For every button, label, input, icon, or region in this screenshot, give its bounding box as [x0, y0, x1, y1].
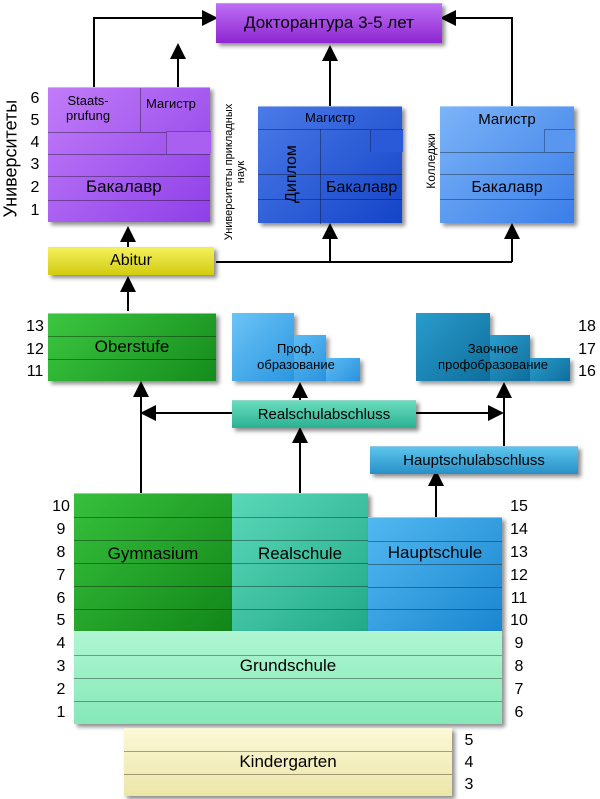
hauptschulabschluss-box: Hauptschulabschluss [370, 446, 578, 474]
university-bachelor-label: Бакалавр [86, 177, 162, 196]
hauptschule-box: Hauptschule [368, 517, 502, 631]
applied-bachelor-label: Бакалавр [326, 179, 398, 196]
grundschule-label: Grundschule [239, 656, 337, 675]
applied-box: Магистр Диплом Бакалавр [258, 106, 402, 224]
universities-side-label: Университеты [0, 99, 21, 218]
year-number: 2 [30, 179, 40, 196]
grundschule-grade-right: 8 [514, 658, 524, 675]
doctorate-label: Докторантура 3-5 лет [244, 13, 414, 32]
kindergarten-age: 4 [464, 754, 474, 771]
arrow-university-magister-to-doctorate [178, 18, 214, 87]
oberstufe-grade: 12 [26, 341, 44, 358]
hauptschule-grade: 14 [510, 521, 528, 538]
year-number: 6 [30, 90, 40, 107]
grundschule-grade-right: 7 [514, 681, 524, 698]
applied-side-label: Университеты прикладных наук [223, 103, 247, 241]
gymnasium-grade: 8 [56, 544, 66, 561]
colleges-step [544, 129, 575, 152]
gymnasium-grade: 5 [56, 612, 66, 629]
realschule-box: Realschule [232, 493, 368, 631]
year-number: 3 [30, 156, 40, 173]
applied-step [370, 129, 403, 152]
distance-grade: 16 [578, 363, 596, 380]
kindergarten-age: 5 [464, 732, 474, 749]
applied-magister-label: Магистр [305, 110, 355, 125]
gymnasium-box: Gymnasium [74, 493, 232, 631]
staatsprufung-label: Staats- prufung [66, 93, 111, 123]
distance-education-label: Заочное профобразование [438, 341, 548, 372]
prof-step-top [232, 313, 294, 381]
abitur-label: Abitur [110, 252, 152, 269]
oberstufe-box: Oberstufe [48, 313, 216, 381]
realschulabschluss-label: Realschulabschluss [257, 406, 391, 423]
applied-diploma-label: Диплом [283, 145, 300, 203]
abitur-box: Abitur [48, 247, 214, 275]
hauptschulabschluss-label: Hauptschulabschluss [403, 452, 545, 469]
gymnasium-grade: 9 [56, 521, 66, 538]
hauptschule-grade: 10 [510, 612, 528, 629]
prof-education-label: Проф. образование [257, 341, 335, 372]
colleges-bachelor-label: Бакалавр [471, 179, 543, 196]
distance-step-mid [490, 335, 530, 381]
university-magister-step [166, 131, 211, 154]
university-box: Staats- prufung Магистр Бакалавр [48, 87, 210, 222]
year-number: 5 [30, 112, 40, 129]
distance-grade: 17 [578, 341, 596, 358]
distance-step-low [530, 358, 570, 381]
prof-step-mid [294, 335, 326, 381]
prof-step-low [326, 358, 360, 381]
grundschule-grade-left: 1 [56, 704, 66, 721]
grundschule-grade-right: 6 [514, 704, 524, 721]
doctorate-box: Докторантура 3-5 лет [216, 3, 442, 43]
gymnasium-label: Gymnasium [107, 544, 199, 563]
gymnasium-grade: 7 [56, 567, 66, 584]
arrow-colleges-to-doctorate [440, 10, 513, 106]
hauptschule-label: Hauptschule [387, 543, 483, 562]
realschule-label: Realschule [257, 544, 343, 563]
oberstufe-grade: 11 [26, 363, 44, 380]
distance-step-top [416, 313, 490, 381]
kindergarten-age: 3 [464, 776, 474, 793]
gymnasium-grade: 6 [56, 590, 66, 607]
gymnasium-grade: 10 [52, 498, 70, 515]
hauptschule-grade: 12 [510, 567, 528, 584]
grundschule-grade-left: 2 [56, 681, 66, 698]
realschulabschluss-box: Realschulabschluss [232, 400, 416, 428]
distance-grade: 18 [578, 318, 596, 335]
year-number: 4 [30, 134, 40, 151]
colleges-side-label: Колледжи [424, 133, 438, 189]
grundschule-box: Grundschule [74, 631, 502, 724]
kindergarten-label: Kindergarten [239, 752, 337, 771]
colleges-box: Магистр Бакалавр [440, 106, 574, 223]
university-magister-label: Магистр [146, 96, 196, 111]
colleges-magister-label: Магистр [478, 111, 536, 128]
grundschule-grade-right: 9 [514, 635, 524, 652]
hauptschule-grade: 13 [510, 544, 528, 561]
distance-education-box: Заочное профобразование [416, 313, 570, 381]
hauptschule-grade: 11 [510, 590, 528, 607]
prof-education-box: Проф. образование [232, 313, 360, 381]
arrow-university-to-doctorate [93, 10, 218, 87]
oberstufe-label: Oberstufe [94, 337, 170, 356]
year-number: 1 [30, 202, 40, 219]
hauptschule-grade: 15 [510, 498, 528, 515]
grundschule-grade-left: 4 [56, 635, 66, 652]
oberstufe-grade: 13 [26, 318, 44, 335]
grundschule-grade-left: 3 [56, 658, 66, 675]
kindergarten-box: Kindergarten [124, 728, 452, 796]
